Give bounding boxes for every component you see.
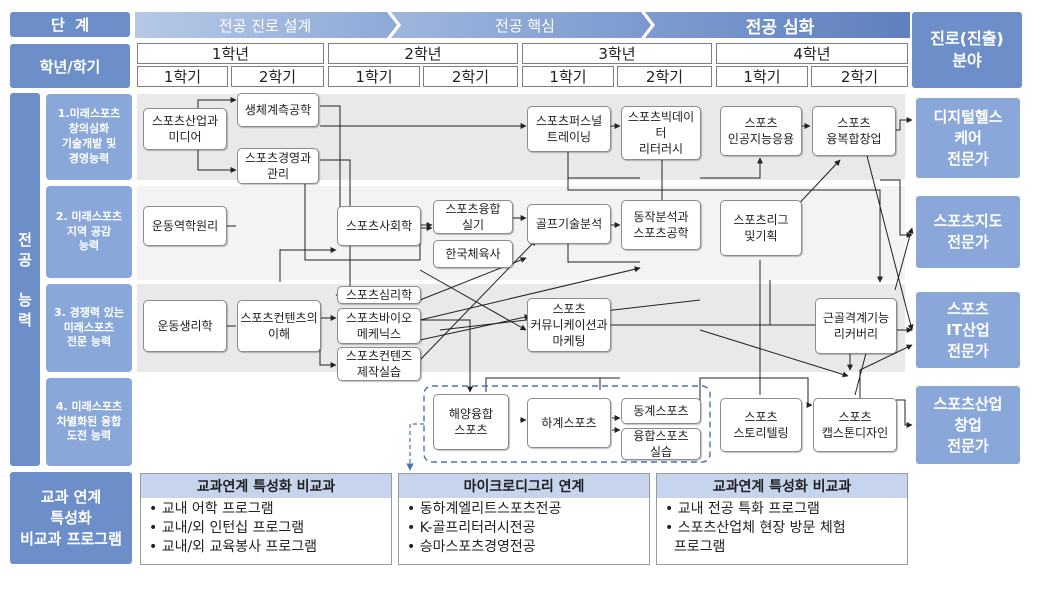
course-sports-convergence-startup[interactable]: 스포츠 융복합창업 — [812, 106, 896, 156]
program-box-1: 교과연계 특성화 비교과 • 교내 어학 프로그램 • 교내/외 인턴십 프로그… — [140, 473, 392, 565]
course-sports-personal-training[interactable]: 스포츠퍼스널 트레이닝 — [527, 106, 611, 152]
semester-4-1: 1학기 — [716, 66, 808, 87]
stage-chevron-3 — [645, 12, 910, 38]
competency-4: 4. 미래스포츠 차별화된 융합 도전 능력 — [46, 378, 132, 466]
semester-2-2: 2학기 — [423, 66, 518, 87]
course-sports-communication[interactable]: 스포츠 커뮤니케이션과 마케팅 — [527, 298, 611, 352]
program-2-item: • K-골프리터러시전공 — [407, 520, 536, 536]
semester-3-2: 2학기 — [617, 66, 712, 87]
course-exercise-physiology[interactable]: 운동생리학 — [143, 300, 227, 352]
course-golf-analysis[interactable]: 골프기술분석 — [527, 204, 611, 244]
program-3-list: • 교내 전공 특화 프로그램 • 스포츠산업체 현장 방문 체험 프로그램 — [657, 498, 907, 559]
career-digital-healthcare: 디지털헬스 케어 전문가 — [916, 98, 1020, 178]
stage-chevron-1 — [135, 12, 397, 38]
program-1-item: • 교내/외 인턴십 프로그램 — [149, 520, 305, 536]
course-sports-storytelling[interactable]: 스포츠 스토리텔링 — [720, 398, 802, 452]
competency-2: 2. 미래스포츠 지역 공감 능력 — [46, 186, 132, 278]
competency-3: 3. 경쟁력 있는 미래스포츠 전문 능력 — [46, 284, 132, 372]
program-2-item: • 동하계엘리트스포츠전공 — [407, 501, 562, 517]
program-2-list: • 동하계엘리트스포츠전공 • K-골프리터러시전공 • 승마스포츠경영전공 — [399, 498, 649, 559]
course-sports-management[interactable]: 스포츠경영과 관리 — [237, 148, 319, 184]
program-3-item: 프로그램 — [665, 539, 726, 555]
course-convergence-sports-practice[interactable]: 융합스포츠 실습 — [621, 428, 701, 460]
stage-label: 단 계 — [10, 12, 130, 37]
course-sports-contents[interactable]: 스포츠컨텐츠의 이해 — [237, 300, 321, 352]
course-summer-sports[interactable]: 하계스포츠 — [527, 398, 611, 448]
program-2-title: 마이크로디그리 연계 — [399, 474, 649, 498]
stage-1-title: 전공 진로 설계 — [218, 16, 312, 35]
program-3-item: • 교내 전공 특화 프로그램 — [665, 501, 820, 517]
competency-label: 전 공 능 력 — [10, 93, 40, 466]
course-motion-analysis[interactable]: 동작분석과 스포츠공학 — [621, 200, 701, 250]
career-label: 진로(진출) 분야 — [912, 12, 1022, 88]
year-1: 1학년 — [137, 43, 324, 64]
program-1-item: • 교내 어학 프로그램 — [149, 501, 274, 517]
program-label: 교과 연계 특성화 비교과 프로그램 — [10, 472, 132, 564]
competency-1: 1.미래스포츠 창의심화 기술개발 및 경영능력 — [46, 94, 132, 180]
course-sports-contents-practice[interactable]: 스포츠컨텐즈 제작실습 — [337, 347, 421, 381]
year-2: 2학년 — [328, 43, 518, 64]
career-sports-coaching: 스포츠지도 전문가 — [916, 196, 1020, 268]
semester-2-1: 1학기 — [328, 66, 420, 87]
stage-2-title: 전공 핵심 — [495, 16, 555, 35]
course-winter-sports[interactable]: 동계스포츠 — [621, 398, 701, 424]
semester-4-2: 2학기 — [811, 66, 908, 87]
program-box-3: 교과연계 특성화 비교과 • 교내 전공 특화 프로그램 • 스포츠산업체 현장… — [656, 473, 908, 565]
semester-1-1: 1학기 — [137, 66, 228, 87]
course-marine-sports[interactable]: 해양융합 스포츠 — [433, 394, 509, 450]
semester-1-2: 2학기 — [231, 66, 324, 87]
year-4: 4학년 — [716, 43, 908, 64]
course-sports-league[interactable]: 스포츠리그 및기획 — [720, 200, 802, 256]
program-3-title: 교과연계 특성화 비교과 — [657, 474, 907, 498]
course-sports-convergence-practice[interactable]: 스포츠융합 실기 — [433, 200, 513, 234]
program-1-item: • 교내/외 교육봉사 프로그램 — [149, 539, 318, 555]
program-1-title: 교과연계 특성화 비교과 — [141, 474, 391, 498]
program-1-list: • 교내 어학 프로그램 • 교내/외 인턴십 프로그램 • 교내/외 교육봉사… — [141, 498, 391, 559]
course-exercise-mechanics[interactable]: 운동역학원리 — [143, 206, 227, 246]
stage-chevrons — [135, 12, 910, 38]
program-2-item: • 승마스포츠경영전공 — [407, 539, 536, 555]
stage-3-title: 전공 심화 — [745, 17, 815, 38]
career-sports-startup: 스포츠산업 창업 전문가 — [916, 386, 1020, 464]
program-box-2: 마이크로디그리 연계 • 동하계엘리트스포츠전공 • K-골프리터러시전공 • … — [398, 473, 650, 565]
course-biometrics[interactable]: 생체계측공학 — [237, 93, 319, 127]
program-3-item: • 스포츠산업체 현장 방문 체험 — [665, 520, 846, 536]
course-sports-sociology[interactable]: 스포츠사회학 — [337, 206, 421, 246]
stage-chevron-2 — [391, 12, 651, 38]
year-3: 3학년 — [522, 43, 712, 64]
course-capstone-design[interactable]: 스포츠 캡스톤디자인 — [813, 398, 897, 452]
course-sports-industry-media[interactable]: 스포츠산업과 미디어 — [143, 108, 227, 150]
grade-label: 학년/학기 — [10, 44, 130, 88]
semester-3-1: 1학기 — [522, 66, 614, 87]
course-sports-biomechanics[interactable]: 스포츠바이오 메케닉스 — [337, 308, 421, 344]
career-sports-it: 스포츠 IT산업 전문가 — [916, 292, 1020, 368]
course-korean-pe-history[interactable]: 한국체육사 — [433, 240, 513, 268]
course-sports-psychology[interactable]: 스포츠심리학 — [337, 286, 421, 304]
course-musculoskeletal-recovery[interactable]: 근골격계기능 리커버리 — [815, 298, 897, 354]
course-sports-bigdata[interactable]: 스포츠빅데이터 리터러시 — [621, 106, 701, 160]
course-sports-ai[interactable]: 스포츠 인공지능응용 — [720, 106, 802, 156]
